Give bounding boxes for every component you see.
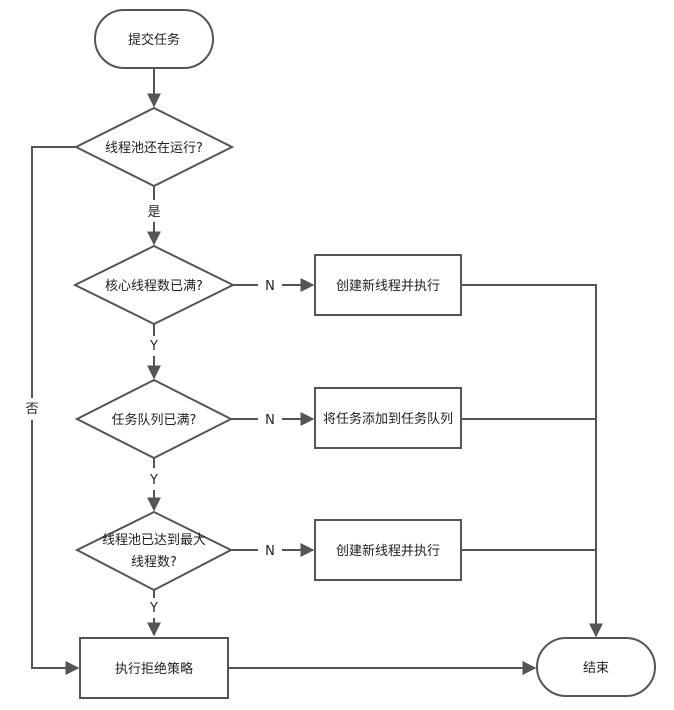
decision-diamond-4: [74, 510, 234, 592]
process-box-2: [314, 387, 462, 449]
label-n-d3: N: [265, 413, 275, 428]
edge-p1-to-end: [461, 284, 603, 638]
edge-labels: 是 否 N Y N Y N Y: [25, 205, 274, 616]
edge-d1-no-top: [31, 146, 76, 398]
process-create-thread-1: 创建新线程并执行: [314, 254, 462, 316]
decision-diamond-3: [74, 378, 234, 460]
decision-4-label-line1: 线程池已达到最大: [102, 533, 206, 548]
label-no: 否: [25, 402, 38, 417]
decision-queue-full: 任务队列已满?: [74, 378, 234, 460]
decision-2-label: 核心线程数已满?: [105, 279, 203, 294]
decision-4-label-line2: 线程数?: [131, 555, 177, 570]
process-box-reject: [79, 637, 229, 699]
label-y-d4: Y: [149, 601, 158, 616]
decision-diamond-1: [73, 106, 235, 188]
decision-pool-running: 线程池还在运行?: [73, 106, 235, 188]
decision-1-label: 线程池还在运行?: [105, 141, 203, 156]
process-3-label: 创建新线程并执行: [336, 543, 440, 559]
edge-d1-no-bottom: [31, 420, 80, 675]
start-node: 提交任务: [94, 9, 214, 69]
process-2-label: 将任务添加到任务队列: [323, 411, 453, 427]
process-box-1: [314, 254, 462, 316]
decision-3-label: 任务队列已满?: [112, 412, 197, 428]
start-label: 提交任务: [128, 32, 180, 48]
label-n-d4: N: [265, 544, 275, 559]
label-yes: 是: [147, 205, 160, 220]
label-y-d2: Y: [149, 339, 158, 354]
end-terminator: [536, 637, 656, 697]
label-y-d3: Y: [149, 473, 158, 488]
process-1-label: 创建新线程并执行: [336, 278, 440, 294]
reject-label: 执行拒绝策略: [115, 661, 193, 677]
end-node: 结束: [536, 637, 656, 697]
decision-core-full: 核心线程数已满?: [72, 244, 236, 326]
decision-max-threads: 线程池已达到最大 线程数?: [74, 510, 234, 592]
process-reject: 执行拒绝策略: [79, 637, 229, 699]
decision-diamond-2: [72, 244, 236, 326]
process-box-3: [314, 519, 462, 581]
process-create-thread-2: 创建新线程并执行: [314, 519, 462, 581]
start-terminator: [94, 9, 214, 69]
end-label: 结束: [583, 661, 609, 676]
process-add-to-queue: 将任务添加到任务队列: [314, 387, 462, 449]
connectors: [31, 68, 603, 675]
label-n-d2: N: [265, 279, 275, 294]
